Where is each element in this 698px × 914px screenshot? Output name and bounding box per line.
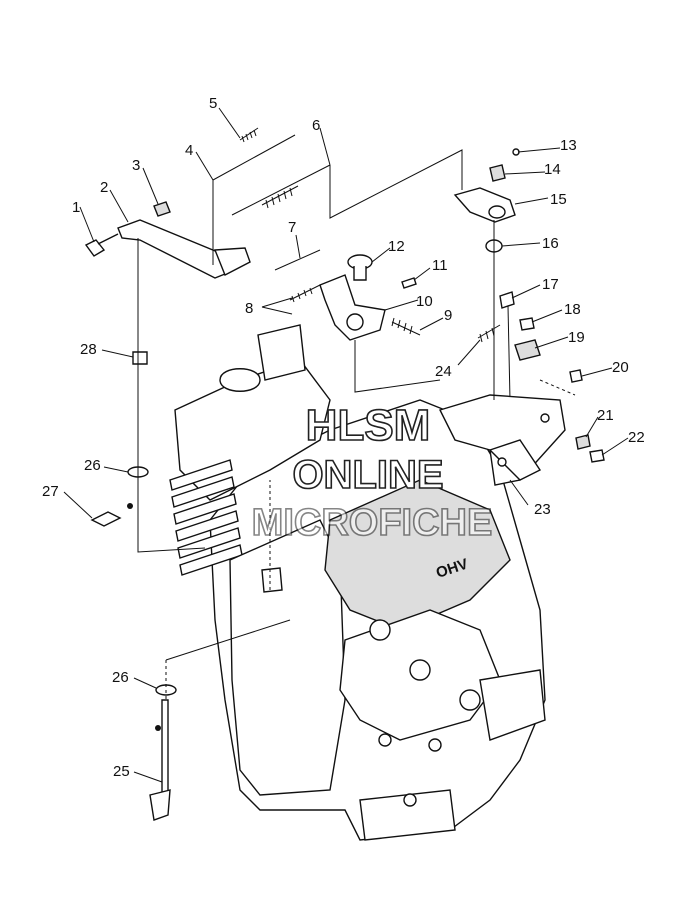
control-bracket-10 [319, 274, 386, 341]
knob-12 [347, 254, 373, 281]
callout-13: 13 [560, 137, 577, 154]
watermark-line-3: MICROFICHE [252, 502, 493, 544]
callout-8: 8 [245, 300, 253, 317]
bolt-22 [589, 449, 605, 463]
callout-25: 25 [113, 763, 130, 780]
watermark-line-2: ONLINE [292, 453, 443, 497]
engine-block: OHV [169, 324, 546, 841]
callout-18: 18 [564, 301, 581, 318]
leader-lines [63, 107, 629, 783]
callout-17: 17 [542, 276, 559, 293]
callout-28: 28 [80, 341, 97, 358]
dipstick-25 [149, 699, 171, 821]
callout-26-upper: 26 [84, 457, 101, 474]
nut-14 [489, 164, 506, 182]
callout-3: 3 [132, 157, 140, 174]
watermark-line-1: HLSM [306, 401, 431, 450]
callout-1: 1 [72, 199, 80, 216]
callout-5: 5 [209, 95, 217, 112]
assembly-lines [137, 149, 576, 700]
callout-15: 15 [550, 191, 567, 208]
callout-22: 22 [628, 429, 645, 446]
callout-6: 6 [312, 117, 320, 134]
spring-8 [289, 284, 321, 303]
control-panel-23 [439, 394, 566, 486]
throttle-lever-15 [453, 187, 516, 223]
link-7 [274, 249, 321, 271]
spring-5 [239, 127, 259, 143]
callout-24: 24 [435, 363, 452, 380]
screw-18 [519, 317, 535, 331]
callout-10: 10 [416, 293, 433, 310]
nut-21 [575, 434, 591, 450]
spring-6 [261, 185, 299, 209]
bolt-1 [84, 233, 119, 257]
nut-3 [153, 201, 171, 217]
spring-24 [477, 324, 501, 343]
callout-2: 2 [100, 179, 108, 196]
rod-6 [231, 164, 331, 216]
collar-28 [132, 351, 148, 365]
callout-7: 7 [288, 219, 296, 236]
cooling-fins [169, 459, 243, 576]
bolt-17 [499, 291, 515, 401]
callout-16: 16 [542, 235, 559, 252]
callout-9: 9 [444, 307, 452, 324]
screw-20 [569, 369, 583, 383]
clamp-19 [514, 339, 541, 361]
callout-numbers: 1 2 3 4 5 6 7 8 9 10 11 12 13 14 15 16 1… [42, 95, 645, 780]
watermark: HLSM ONLINE MICROFICHE [251, 400, 493, 545]
callout-14: 14 [544, 161, 561, 178]
governor-lever [117, 219, 251, 279]
callout-20: 20 [612, 359, 629, 376]
clip-27 [90, 511, 122, 527]
callout-12: 12 [388, 238, 405, 255]
callout-23: 23 [534, 501, 551, 518]
screw-11 [401, 277, 417, 289]
callout-19: 19 [568, 329, 585, 346]
callout-11: 11 [432, 257, 448, 274]
callout-26-lower: 26 [112, 669, 129, 686]
callout-4: 4 [185, 142, 193, 159]
spring-9 [391, 317, 421, 336]
link-rod-4 [212, 134, 296, 181]
callout-27: 27 [42, 483, 59, 500]
callout-21: 21 [597, 407, 614, 424]
